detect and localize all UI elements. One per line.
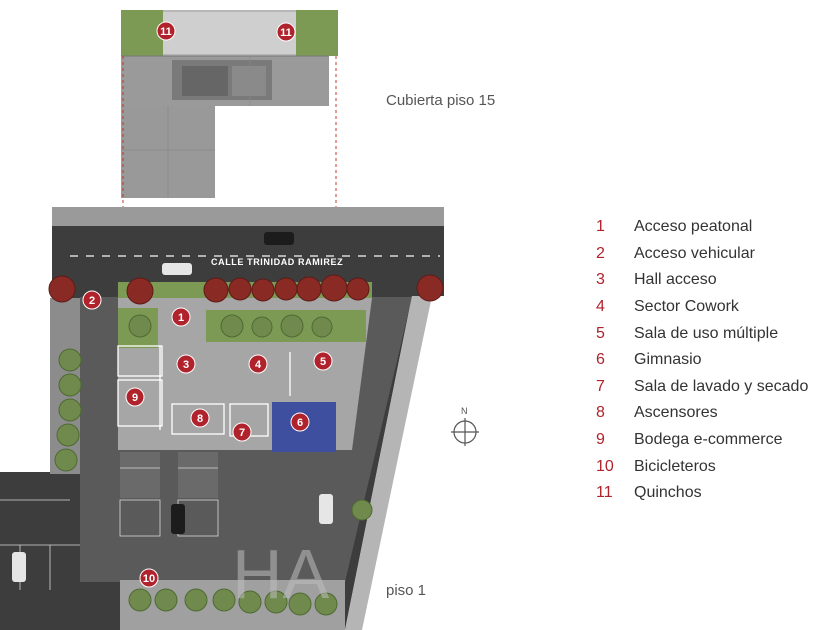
legend-item: 4 Sector Cowork	[596, 294, 808, 321]
legend-number: 2	[596, 244, 605, 262]
legend-item: 10 Bicicleteros	[596, 453, 808, 480]
plan-marker-number: 6	[297, 417, 303, 429]
street-name-label: CALLE TRINIDAD RAMIREZ	[211, 257, 343, 267]
legend-number: 1	[596, 218, 605, 236]
legend-label: Hall acceso	[634, 271, 717, 289]
legend-number: 6	[596, 351, 605, 369]
trees	[48, 274, 444, 305]
legend-number: 7	[596, 377, 605, 395]
legend-item: 11 Quinchos	[596, 480, 808, 507]
plan-marker-number: 4	[255, 359, 262, 371]
legend: 1 Acceso peatonal 2 Acceso vehicular 3 Hall a…	[596, 214, 808, 507]
floor-caption: piso 1	[386, 582, 427, 599]
legend-item: 7 Sala de lavado y secado	[596, 374, 808, 401]
north-label: N	[461, 406, 468, 416]
plan-marker-number: 8	[197, 413, 203, 425]
plan-marker-number: 11	[160, 26, 172, 38]
legend-item: 3 Hall acceso	[596, 267, 808, 294]
plan-marker-number: 11	[280, 27, 292, 39]
legend-number: 5	[596, 324, 605, 342]
legend-label: Quinchos	[634, 484, 702, 502]
legend-item: 8 Ascensores	[596, 400, 808, 427]
green-trees	[54, 314, 373, 616]
plan-marker: 8	[190, 408, 210, 428]
plan-marker: 2	[82, 290, 102, 310]
roof-plan	[121, 10, 338, 198]
plan-marker: 3	[176, 354, 196, 374]
watermark-text: HA	[232, 535, 330, 613]
plan-markers: 11 11 2 1 3 4 5 9 8 7 6 10	[82, 21, 333, 588]
plan-marker-number: 7	[239, 427, 245, 439]
plan-marker: 4	[248, 354, 268, 374]
legend-label: Sector Cowork	[634, 298, 739, 316]
legend-number: 10	[596, 457, 614, 475]
plan-marker: 6	[290, 412, 310, 432]
plan-marker: 10	[139, 568, 159, 588]
plan-marker-number: 9	[132, 392, 138, 404]
legend-label: Bicicleteros	[634, 457, 716, 475]
legend-number: 3	[596, 271, 605, 289]
legend-item: 5 Sala de uso múltiple	[596, 320, 808, 347]
plan-marker: 9	[125, 387, 145, 407]
roof-caption: Cubierta piso 15	[386, 92, 496, 109]
legend-item: 1 Acceso peatonal	[596, 214, 808, 241]
legend-label: Sala de uso múltiple	[634, 324, 779, 342]
plan-marker: 7	[232, 422, 252, 442]
legend-number: 11	[596, 484, 613, 502]
legend-item: 9 Bodega e-commerce	[596, 427, 808, 454]
plan-marker: 1	[171, 307, 191, 327]
legend-label: Bodega e-commerce	[634, 431, 783, 449]
legend-label: Sala de lavado y secado	[634, 377, 809, 395]
plan-marker-number: 3	[183, 359, 189, 371]
legend-number: 9	[596, 431, 605, 449]
plan-marker: 11	[156, 21, 176, 41]
plan-marker: 11	[276, 22, 296, 42]
legend-number: 8	[596, 404, 605, 422]
top-sidewalk	[52, 207, 444, 226]
legend-item: 2 Acceso vehicular	[596, 241, 808, 268]
plan-marker-number: 5	[320, 356, 326, 368]
legend-label: Ascensores	[634, 404, 718, 422]
plan-marker: 5	[313, 351, 333, 371]
plan-marker-number: 10	[143, 573, 155, 585]
legend-number: 4	[596, 298, 605, 316]
plan-marker-number: 1	[178, 312, 184, 324]
legend-item: 6 Gimnasio	[596, 347, 808, 374]
north-arrow-icon: N	[451, 406, 479, 446]
legend-label: Acceso peatonal	[634, 218, 753, 236]
legend-label: Gimnasio	[634, 351, 702, 369]
legend-label: Acceso vehicular	[634, 244, 755, 262]
plan-marker-number: 2	[89, 295, 95, 307]
